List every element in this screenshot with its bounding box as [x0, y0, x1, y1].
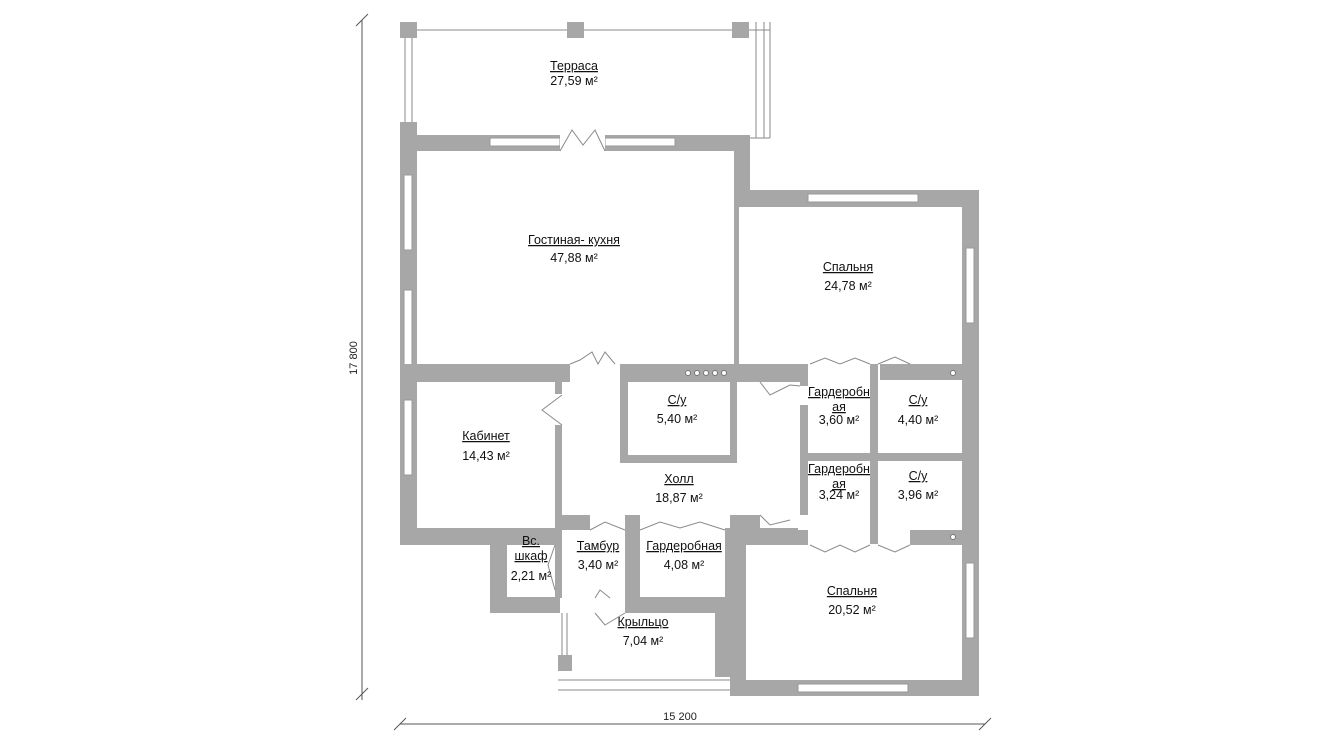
room-name: Вс. — [522, 534, 540, 548]
room-area: 27,59 м² — [550, 74, 598, 88]
room-office: Кабинет 14,43 м² — [462, 429, 510, 463]
room-bathroom-2: С/у 4,40 м² — [898, 393, 939, 427]
room-bedroom-1: Спальня 24,78 м² — [823, 260, 873, 293]
room-area: 3,60 м² — [819, 413, 860, 427]
room-area: 14,43 м² — [462, 449, 510, 463]
room-area: 3,96 м² — [898, 488, 939, 502]
room-name: Кабинет — [462, 429, 510, 443]
room-wardrobe-2: Гардеробн ая 3,24 м² — [808, 462, 870, 502]
height-dimension-label: 17 800 — [348, 341, 360, 375]
room-name: С/у — [909, 393, 929, 407]
room-name: Гардеробная — [646, 539, 722, 553]
room-hall: Холл 18,87 м² — [655, 472, 703, 505]
room-name: Холл — [664, 472, 693, 486]
room-built-in-closet: Вс. шкаф 2,21 м² — [511, 534, 552, 583]
stove-burners-icon — [685, 370, 956, 540]
room-name: С/у — [668, 393, 688, 407]
room-name: Тамбур — [577, 539, 619, 553]
room-area: 7,04 м² — [623, 634, 664, 648]
room-name: Гардеробн — [808, 462, 870, 476]
room-name: Спальня — [823, 260, 873, 274]
room-area: 4,08 м² — [664, 558, 705, 572]
room-bathroom-3: С/у 3,96 м² — [898, 469, 939, 502]
room-name: Гостиная- кухня — [528, 233, 620, 247]
room-name: Терраса — [550, 59, 598, 73]
room-area: 24,78 м² — [824, 279, 872, 293]
room-porch: Крыльцо 7,04 м² — [618, 615, 669, 648]
room-vestibule: Тамбур 3,40 м² — [577, 539, 619, 572]
room-wardrobe-3: Гардеробная 4,08 м² — [646, 539, 722, 572]
room-area: 18,87 м² — [655, 491, 703, 505]
room-living-kitchen: Гостиная- кухня 47,88 м² — [528, 233, 620, 265]
room-area: 20,52 м² — [828, 603, 876, 617]
room-wardrobe-1: Гардеробн ая 3,60 м² — [808, 385, 870, 427]
room-area: 3,40 м² — [578, 558, 619, 572]
room-name: ая — [832, 477, 846, 491]
interior-walls — [400, 190, 970, 603]
room-area: 3,24 м² — [819, 488, 860, 502]
room-bedroom-2: Спальня 20,52 м² — [827, 584, 877, 617]
door-swings — [541, 129, 911, 626]
room-area: 2,21 м² — [511, 569, 552, 583]
room-bathroom-1: С/у 5,40 м² — [657, 393, 698, 426]
room-area: 4,40 м² — [898, 413, 939, 427]
room-name: ая — [832, 400, 846, 414]
room-name: шкаф — [514, 549, 547, 563]
room-area: 47,88 м² — [550, 251, 598, 265]
room-terrace: Терраса 27,59 м² — [550, 59, 598, 88]
room-name: Гардеробн — [808, 385, 870, 399]
room-area: 5,40 м² — [657, 412, 698, 426]
width-dimension-label: 15 200 — [663, 711, 697, 723]
dimension-lines — [355, 13, 992, 731]
room-name: Спальня — [827, 584, 877, 598]
terrace-outline — [400, 22, 771, 139]
room-name: Крыльцо — [618, 615, 669, 629]
room-name: С/у — [909, 469, 929, 483]
exterior-walls — [400, 135, 979, 696]
